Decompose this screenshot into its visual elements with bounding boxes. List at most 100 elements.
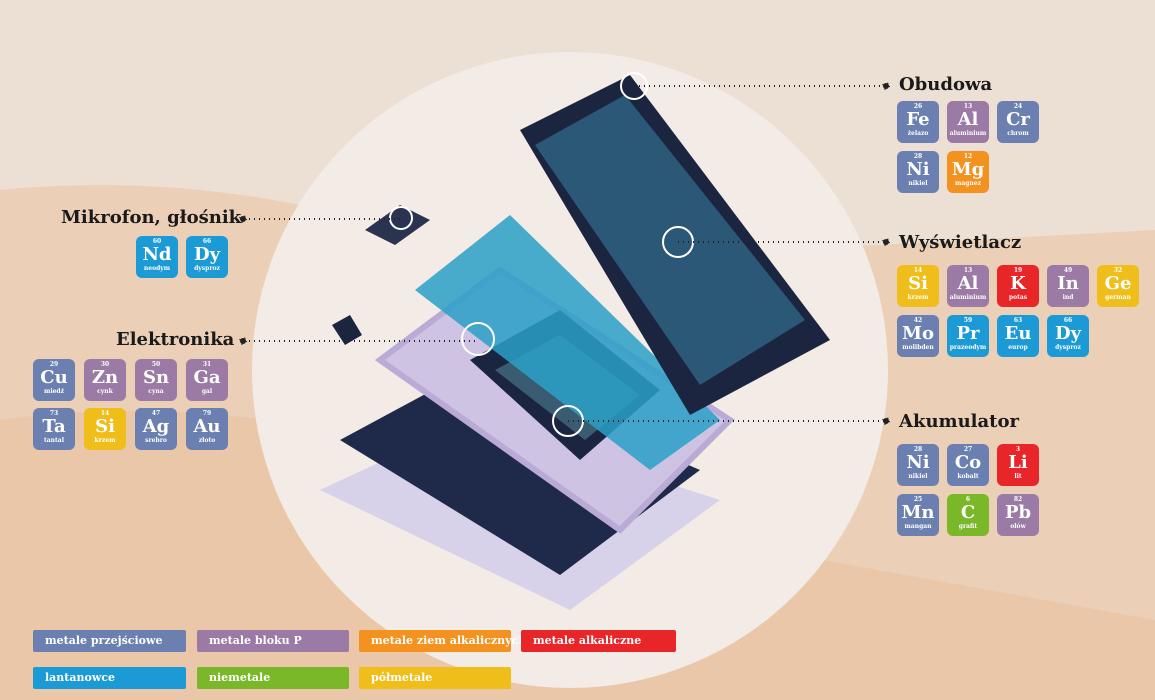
atomic-number: 59: [963, 317, 973, 324]
atomic-number: 66: [1063, 317, 1073, 324]
label-wyswietlacz: Wyświetlacz: [899, 232, 1022, 253]
element-symbol: Mo: [902, 323, 934, 344]
element-symbol: Mn: [901, 502, 935, 523]
element-symbol: Ge: [1104, 273, 1132, 294]
atomic-number: 12: [963, 153, 973, 160]
atomic-number: 19: [1013, 267, 1023, 274]
element-symbol: K: [1010, 273, 1026, 294]
element-name: ind: [1062, 294, 1074, 301]
atomic-number: 26: [913, 103, 923, 110]
element-name: tantal: [44, 437, 64, 444]
element-symbol: Zn: [91, 367, 119, 388]
element-name: cynk: [97, 388, 113, 395]
atomic-number: 73: [49, 410, 59, 417]
atomic-number: 42: [913, 317, 923, 324]
label-obudowa: Obudowa: [899, 74, 993, 95]
atomic-number: 79: [202, 410, 212, 417]
legend-item-alkearth: metale ziem alkalicznych: [359, 630, 526, 652]
element-symbol: Mg: [951, 159, 985, 180]
element-name: prazeodym: [949, 344, 987, 351]
element-symbol: In: [1057, 273, 1079, 294]
atomic-number: 66: [202, 238, 212, 245]
element-symbol: Ag: [142, 416, 170, 437]
atomic-number: 31: [202, 361, 212, 368]
element-name: grafit: [958, 523, 978, 530]
element-symbol: Dy: [193, 244, 221, 265]
legend-item-lanth: lantanowce: [33, 667, 186, 689]
element-name: gal: [201, 388, 213, 395]
element-name: krzem: [94, 437, 116, 444]
element-name: molibden: [902, 344, 934, 351]
element-name: lit: [1014, 473, 1022, 480]
atomic-number: 14: [913, 267, 923, 274]
element-symbol: Ni: [906, 452, 930, 473]
atomic-number: 29: [49, 361, 59, 368]
atomic-number: 13: [963, 103, 973, 110]
legend-item-alkali: metale alkaliczne: [521, 630, 676, 652]
element-symbol: Dy: [1054, 323, 1082, 344]
element-symbol: Nd: [142, 244, 172, 265]
element-name: europ: [1008, 344, 1028, 351]
element-symbol: Al: [957, 273, 979, 294]
legend-item-nonmetal: niemetale: [197, 667, 349, 689]
element-symbol: Al: [957, 109, 979, 130]
element-symbol: Cu: [40, 367, 68, 388]
element-symbol: Pr: [956, 323, 980, 344]
label-akumulator: Akumulator: [899, 411, 1019, 432]
atomic-number: 25: [913, 496, 923, 503]
atomic-number: 14: [100, 410, 110, 417]
element-name: cyna: [148, 388, 164, 395]
element-name: neodym: [143, 265, 171, 272]
atomic-number: 49: [1063, 267, 1073, 274]
element-name: german: [1105, 294, 1131, 301]
element-name: miedź: [43, 388, 65, 395]
element-name: dysproz: [194, 265, 220, 272]
element-name: złoto: [198, 437, 216, 444]
element-name: aluminium: [949, 130, 987, 137]
atomic-number: 82: [1013, 496, 1023, 503]
element-name: chrom: [1007, 130, 1029, 137]
element-name: żelazo: [907, 130, 929, 137]
element-symbol: Co: [954, 452, 982, 473]
element-symbol: Si: [908, 273, 928, 294]
element-name: srebro: [145, 437, 167, 444]
atomic-number: 60: [152, 238, 162, 245]
legend-item-transition: metale przejściowe: [33, 630, 186, 652]
element-symbol: Sn: [142, 367, 170, 388]
legend-item-pblock: metale bloku P: [197, 630, 349, 652]
atomic-number: 28: [913, 446, 923, 453]
element-symbol: Ta: [42, 416, 66, 437]
atomic-number: 13: [963, 267, 973, 274]
element-name: nikiel: [908, 473, 928, 480]
atomic-number: 30: [100, 361, 110, 368]
atomic-number: 27: [963, 446, 973, 453]
element-name: ołów: [1010, 523, 1026, 530]
element-name: mangan: [904, 523, 932, 530]
